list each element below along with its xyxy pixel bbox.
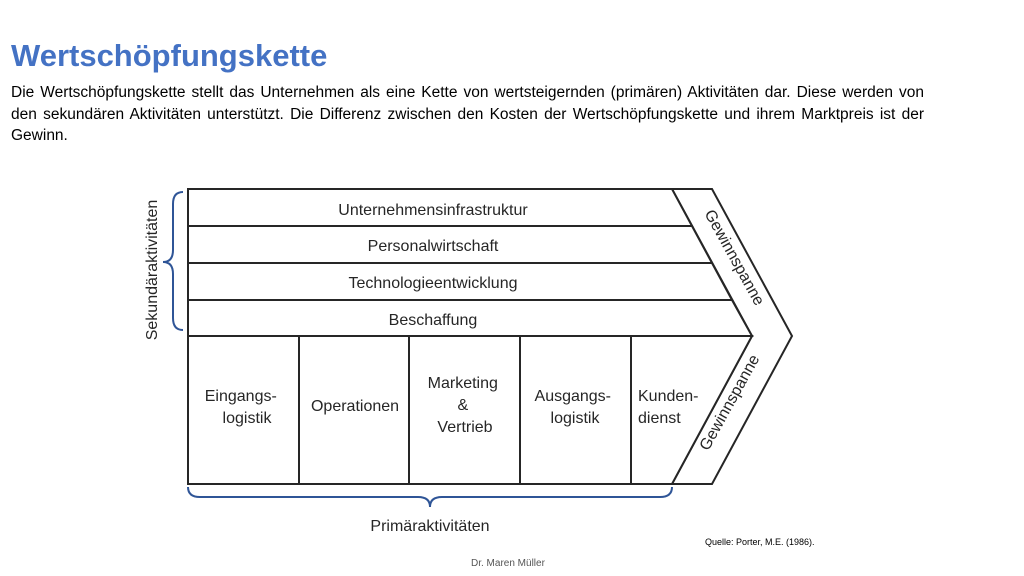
primary-label-4: Ausgangs- logistik	[535, 388, 616, 427]
primary-brace	[187, 486, 673, 508]
support-label-3: Technologieentwicklung	[349, 275, 518, 292]
intro-paragraph: Die Wertschöpfungskette stellt das Unter…	[11, 84, 924, 144]
slide-title: Wertschöpfungskette	[11, 38, 328, 73]
primary-label-3: Marketing & Vertrieb	[428, 375, 503, 436]
support-label-4: Beschaffung	[389, 312, 478, 329]
secondary-activities-label: Sekundäraktivitäten	[144, 200, 161, 341]
primary-label-1: Eingangs- logistik	[205, 388, 282, 427]
footer-author: Dr. Maren Müller	[471, 558, 545, 569]
primary-area	[187, 335, 754, 485]
primary-activities-label: Primäraktivitäten	[370, 518, 489, 535]
secondary-brace	[162, 191, 184, 331]
primary-label-2: Operationen	[311, 398, 399, 415]
support-label-2: Personalwirtschaft	[368, 238, 499, 255]
source-citation: Quelle: Porter, M.E. (1986).	[705, 537, 815, 547]
support-label-1: Unternehmensinfrastruktur	[338, 202, 528, 219]
primary-label-5: Kunden- dienst	[638, 388, 703, 427]
